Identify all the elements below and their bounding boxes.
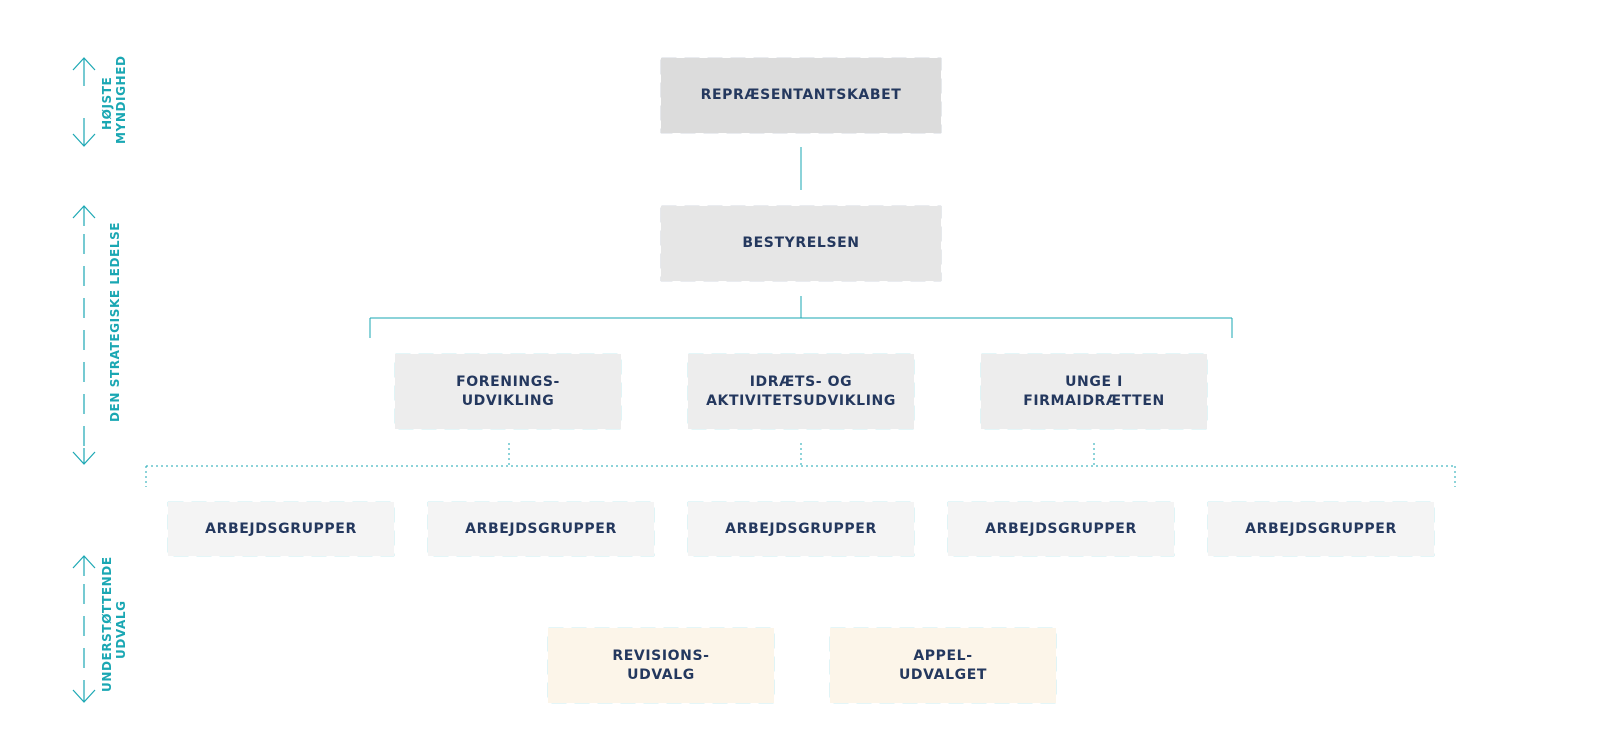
box-working-group-1: ARBEJDSGRUPPER <box>168 502 394 556</box>
box-appeludvalget: APPEL- UDVALGET <box>830 628 1056 703</box>
side-label-supporting-committees: UNDERSTØTTENDE UDVALG <box>100 556 128 692</box>
box-label: ARBEJDSGRUPPER <box>465 520 617 537</box>
box-label: BESTYRELSEN <box>742 235 860 251</box>
box-label-line: FIRMAIDRÆTTEN <box>1023 392 1165 409</box>
box-label-line: REVISIONS- <box>612 647 710 664</box>
side-label-strategic-management: DEN STRATEGISKE LEDELSE <box>108 222 122 422</box>
arrow-strategic-management <box>72 205 96 465</box>
box-label-line: UDVALG <box>627 666 695 683</box>
box-label: ARBEJDSGRUPPER <box>725 520 877 537</box>
box-representantskabet: REPRÆSENTANTSKABET <box>661 58 941 133</box>
box-label-line: UDVALGET <box>898 666 988 683</box>
arrow-supporting-committees <box>72 555 96 703</box>
side-label-line: HØJSTE <box>100 76 114 130</box>
box-label-line: AKTIVITETSUDVIKLING <box>706 392 896 409</box>
box-foreningsudvikling: FORENINGS- UDVIKLING <box>395 354 621 429</box>
box-label-line: UDVIKLING <box>461 392 555 409</box>
box-working-group-2: ARBEJDSGRUPPER <box>428 502 654 556</box>
dotted-working-group-connectors <box>145 443 1456 487</box>
box-bestyrelsen: BESTYRELSEN <box>661 206 941 281</box>
box-working-group-3: ARBEJDSGRUPPER <box>688 502 914 556</box>
side-label-highest-authority: HØJSTE MYNDIGHED <box>100 55 128 144</box>
box-working-group-4: ARBEJDSGRUPPER <box>948 502 1174 556</box>
side-label-line: DEN STRATEGISKE LEDELSE <box>108 221 122 422</box>
box-revisionsudvalg: REVISIONS- UDVALG <box>548 628 774 703</box>
side-label-line: UDVALG <box>114 600 128 660</box>
box-label: ARBEJDSGRUPPER <box>205 520 357 537</box>
box-label-line: IDRÆTS- OG <box>749 373 853 390</box>
box-working-group-5: ARBEJDSGRUPPER <box>1208 502 1434 556</box>
box-unge-i-firmaidraetten: UNGE I FIRMAIDRÆTTEN <box>981 354 1207 429</box>
arrow-highest-authority <box>72 57 96 147</box>
box-label-line: UNGE I <box>1065 373 1123 390</box>
box-idraets-og-aktivitetsudvikling: IDRÆTS- OG AKTIVITETSUDVIKLING <box>688 354 914 429</box>
box-label-line: FORENINGS- <box>456 373 560 390</box>
box-label: ARBEJDSGRUPPER <box>985 520 1137 537</box>
box-label: REPRÆSENTANTSKABET <box>700 87 902 103</box>
box-label: ARBEJDSGRUPPER <box>1245 520 1397 537</box>
side-label-line: UNDERSTØTTENDE <box>100 556 114 692</box>
box-label-line: APPEL- <box>913 647 973 664</box>
side-label-line: MYNDIGHED <box>114 55 128 144</box>
